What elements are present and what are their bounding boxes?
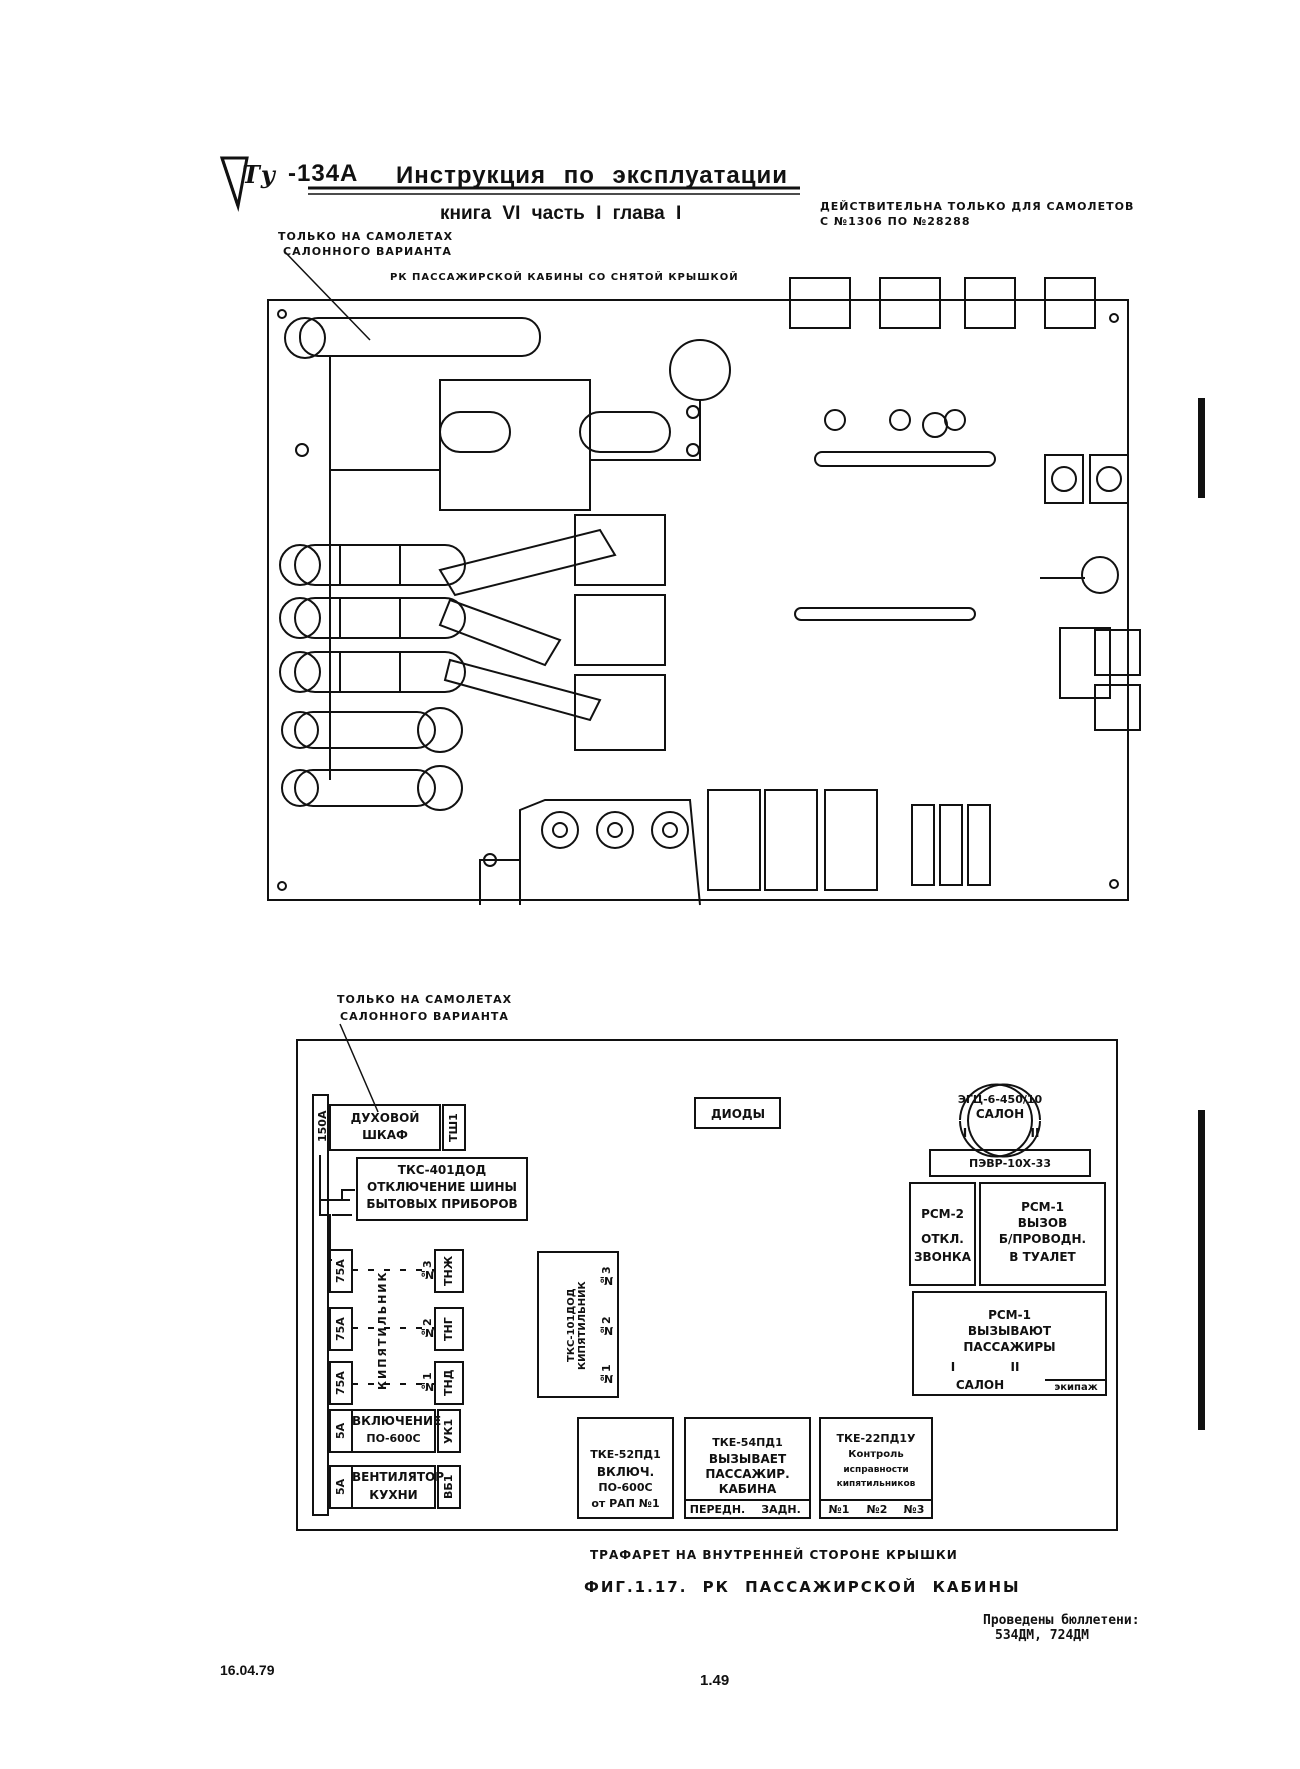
- incl-line-1: ВКЛЮЧЕНИЕ: [352, 1414, 442, 1428]
- rsm1-pax-right: II: [1010, 1360, 1020, 1374]
- tke22-line-4: кипятильников: [836, 1479, 916, 1489]
- rsm2-line-3: ЗВОНКА: [913, 1250, 971, 1264]
- tke52-line-1: ТКЕ-52ПД1: [590, 1448, 661, 1461]
- tks401-line-1: ТКС-401ДОД: [397, 1163, 487, 1177]
- tks101-n2: №2: [600, 1316, 613, 1338]
- rsm1-pax-left: I: [950, 1360, 956, 1374]
- tke54-line-2: ВЫЗЫВАЕТ: [708, 1452, 787, 1466]
- document-subtitle: книга VI часть I глава I: [440, 203, 682, 224]
- header-logo: Ту: [242, 160, 277, 189]
- tke54-line-1: ТКЕ-54ПД1: [712, 1436, 783, 1449]
- rsm1-call-line-4: В ТУАЛЕТ: [1009, 1250, 1076, 1264]
- egc-label-line-1: ЭГЦ-6-450/10: [957, 1093, 1043, 1106]
- tng-label: ТНГ: [442, 1317, 455, 1341]
- rsm1-pax-line-1: РСМ-1: [988, 1308, 1031, 1322]
- boiler-n1: №1: [421, 1372, 434, 1394]
- boiler-n2: №2: [421, 1318, 434, 1340]
- document-title: Инструкция по эксплуатации: [396, 162, 789, 189]
- aircraft-model: -134А: [288, 160, 359, 187]
- tke54-rear: ЗАДН.: [761, 1503, 801, 1516]
- tke22-n2: №2: [866, 1503, 888, 1516]
- fuse-75a-2: 75А: [334, 1317, 347, 1341]
- tke54-front: ПЕРЕДН.: [689, 1503, 746, 1516]
- uk1-label: УК1: [442, 1418, 455, 1444]
- bottom-note-line-2: САЛОННОГО ВАРИАНТА: [340, 1010, 509, 1023]
- tnd-label: ТНД: [442, 1369, 455, 1397]
- tke52-line-3: ПО-600С: [598, 1481, 653, 1494]
- tke54-line-3: ПАССАЖИР.: [705, 1467, 790, 1481]
- rsm2-line-2: ОТКЛ.: [921, 1232, 964, 1246]
- rsm1-call-line-1: РСМ-1: [1021, 1200, 1064, 1214]
- boiler-n3: №3: [421, 1260, 434, 1282]
- rsm1-pax-salon: САЛОН: [955, 1378, 1005, 1392]
- egc-right-label: II: [1030, 1126, 1040, 1140]
- stencil-caption: ТРАФАРЕТ НА ВНУТРЕННЕЙ СТОРОНЕ КРЫШКИ: [590, 1548, 958, 1562]
- fuse-75a-1: 75А: [334, 1371, 347, 1395]
- rsm1-pax-line-3: ПАССАЖИРЫ: [963, 1340, 1056, 1354]
- rsm1-call-line-2: ВЫЗОВ: [1017, 1216, 1068, 1230]
- oven-label-line-1: ДУХОВОЙ: [350, 1111, 420, 1125]
- rsm1-pax-crew: экипаж: [1054, 1382, 1098, 1393]
- tks101-label: ТКС-101ДОД КИПЯТИЛЬНИК: [566, 1281, 588, 1370]
- rsm1-call-line-3: Б/ПРОВОДН.: [998, 1232, 1087, 1246]
- fuse-5a-2: 5А: [334, 1478, 347, 1496]
- pevr-label: ПЭВР-10Х-33: [969, 1157, 1051, 1170]
- top-note-line-1: ТОЛЬКО НА САМОЛЕТАХ: [278, 230, 454, 243]
- tke22-n1: №1: [828, 1503, 850, 1516]
- validity-line-1: ДЕЙСТВИТЕЛЬНА ТОЛЬКО ДЛЯ САМОЛЕТОВ: [820, 200, 1135, 213]
- rsm1-pax-line-2: ВЫЗЫВАЮТ: [967, 1324, 1052, 1338]
- validity-line-2: С №1306 ПО №28288: [820, 215, 971, 228]
- fuse-75a-3: 75А: [334, 1259, 347, 1283]
- fuse-5a-1: 5А: [334, 1422, 347, 1440]
- oven-label-line-2: ШКАФ: [362, 1128, 408, 1142]
- tks401-line-2: ОТКЛЮЧЕНИЕ ШИНЫ: [367, 1180, 517, 1194]
- bulletins-line-1: Проведены бюллетени:: [983, 1613, 1140, 1628]
- tke52-line-4: от РАП №1: [591, 1497, 660, 1510]
- vb1-label: ВБ1: [442, 1474, 455, 1500]
- tks101-n1: №1: [600, 1364, 613, 1386]
- egc-left-label: I: [962, 1126, 968, 1140]
- stencil-outline: [296, 1039, 1118, 1531]
- tke52-line-2: ВКЛЮЧ.: [596, 1465, 655, 1479]
- rsm2-line-1: РСМ-2: [921, 1207, 964, 1221]
- bulletins-line-2: 534ДМ, 724ДМ: [995, 1628, 1089, 1643]
- fan-line-2: КУХНИ: [369, 1488, 418, 1502]
- tke22-line-1: ТКЕ-22ПД1У: [836, 1432, 916, 1445]
- panel-drawing: [267, 251, 1205, 906]
- tnzh-label: ТНЖ: [442, 1255, 455, 1287]
- tke22-n3: №3: [903, 1503, 925, 1516]
- incl-line-2: ПО-600С: [366, 1432, 421, 1445]
- fuse-150a-label: 150А: [316, 1110, 329, 1142]
- tke22-line-3: исправности: [843, 1465, 909, 1475]
- fan-line-1: ВЕНТИЛЯТОР: [352, 1470, 445, 1484]
- page-number: 1.49: [700, 1672, 730, 1689]
- diodes-label: ДИОДЫ: [710, 1107, 766, 1121]
- bottom-note-line-1: ТОЛЬКО НА САМОЛЕТАХ: [337, 993, 513, 1006]
- header-logo-mark: [219, 156, 800, 212]
- footer-date: 16.04.79: [220, 1662, 275, 1678]
- egc-label-line-2: САЛОН: [975, 1107, 1025, 1121]
- tks401-line-3: БЫТОВЫХ ПРИБОРОВ: [366, 1197, 518, 1211]
- boiler-label: КИПЯТИЛЬНИК: [376, 1270, 389, 1390]
- tke54-line-4: КАБИНА: [718, 1482, 777, 1496]
- tsh1-label: ТШ1: [447, 1113, 460, 1143]
- top-figure-title: РК ПАССАЖИРСКОЙ КАБИНЫ СО СНЯТОЙ КРЫШКОЙ: [390, 272, 739, 283]
- tke22-line-2: Контроль: [848, 1449, 904, 1460]
- figure-caption: ФИГ.1.17. РК ПАССАЖИРСКОЙ КАБИНЫ: [584, 1578, 1021, 1596]
- panel-outline: [267, 299, 1129, 901]
- tks101-n3: №3: [600, 1266, 613, 1288]
- top-note-line-2: САЛОННОГО ВАРИАНТА: [283, 245, 452, 258]
